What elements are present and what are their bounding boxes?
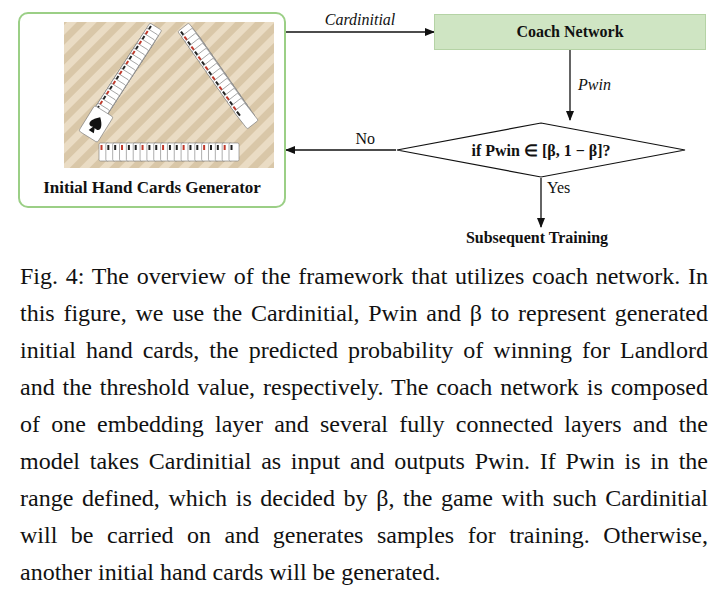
flow-arrow	[286, 149, 396, 150]
condition-text: if Pwin ∈ [β, 1 − β]?	[471, 141, 610, 160]
edge-label: No	[353, 130, 377, 148]
flow-arrow	[540, 178, 541, 227]
process-box: Coach Network	[434, 14, 706, 50]
playing-cards	[79, 23, 259, 161]
flow-arrow	[569, 50, 570, 120]
flow-arrow	[286, 31, 434, 32]
figure-caption: Fig. 4: The overview of the framework th…	[20, 258, 708, 591]
terminal-label: Subsequent Training	[466, 229, 616, 249]
node-label: Initial Hand Cards Generator	[43, 178, 261, 198]
node-label: Coach Network	[516, 23, 623, 41]
edge-label: Cardinitial	[323, 11, 398, 29]
table-background	[64, 22, 274, 168]
edge-label: Pwin	[576, 76, 613, 94]
edge-label: Yes	[545, 179, 572, 197]
generator-box: Initial Hand Cards Generator	[18, 12, 286, 208]
node-label: Subsequent Training	[466, 229, 616, 247]
decision-diamond: if Pwin ∈ [β, 1 − β]?	[396, 122, 686, 178]
